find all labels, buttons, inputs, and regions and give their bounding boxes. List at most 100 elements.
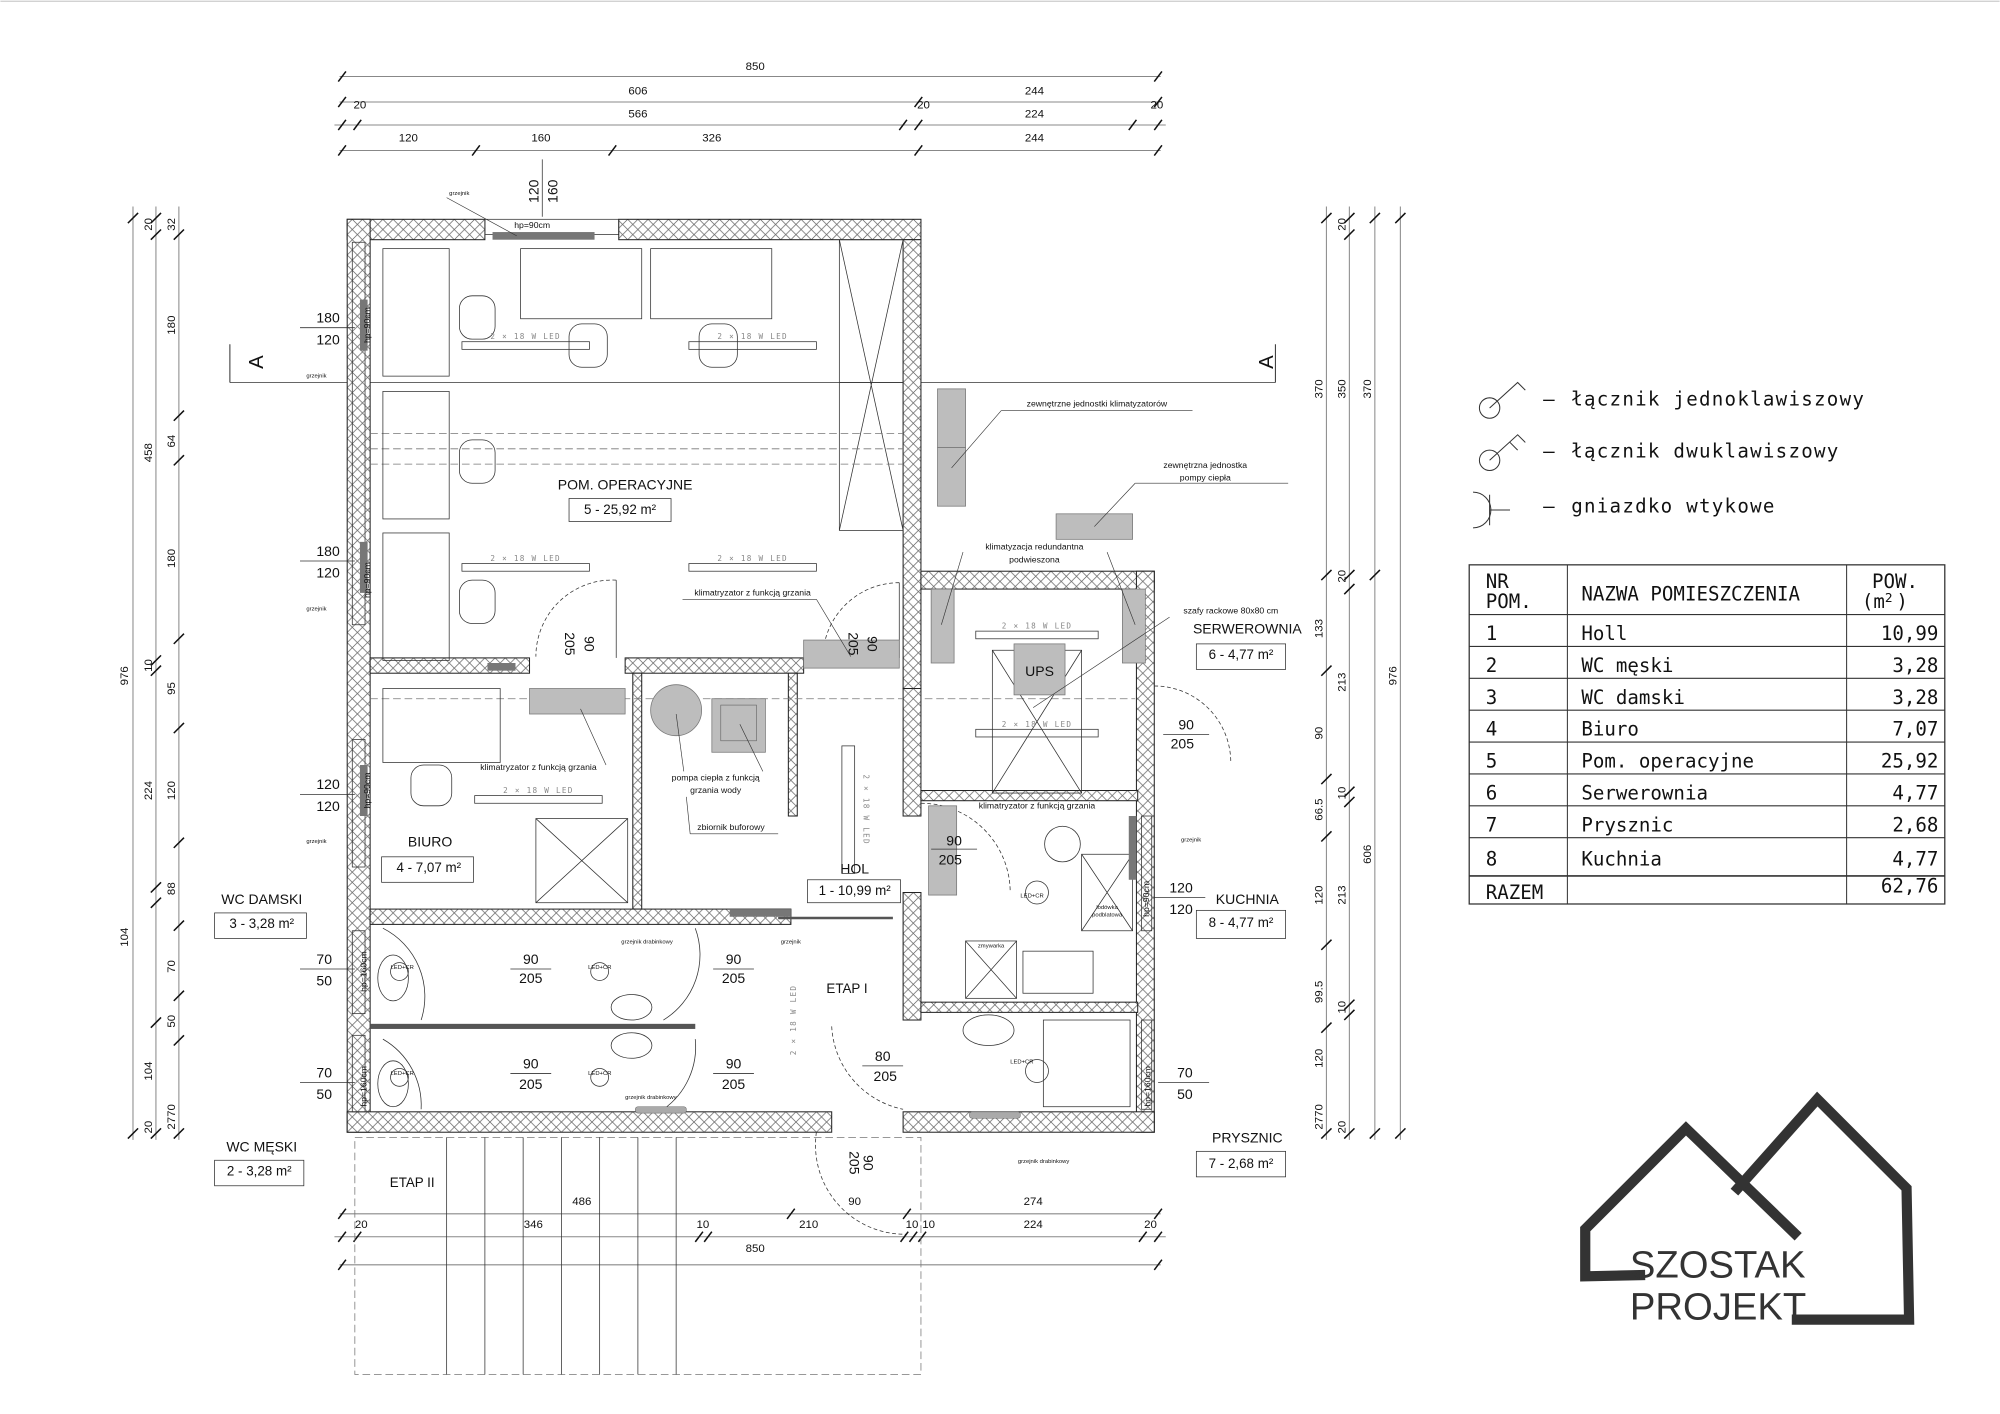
table-row: 2 WC męski 3,28 [1486, 654, 1939, 677]
door-width: 90 [726, 1055, 742, 1071]
window-dim: 160 [545, 179, 561, 203]
window-height: 50 [1177, 1086, 1193, 1102]
led-cr-label: LED+CR [1020, 894, 1043, 900]
dim-left: 64 [166, 434, 178, 447]
door-width: 90 [1178, 716, 1194, 732]
szostak-projekt-logo: SZOSTAK PROJEKT [1580, 1091, 1915, 1329]
redundant-ac-note: podwieszona [1009, 554, 1060, 564]
dim-left: 20 [143, 1121, 155, 1134]
room-name-biuro: BIURO [408, 834, 452, 850]
row-name: Kuchnia [1581, 848, 1662, 871]
section-line-a: A A [229, 344, 1278, 383]
outdoor-ac-unit [937, 388, 966, 448]
led-label: 2 × 18 W LED [490, 332, 561, 341]
led-cr-label: LED+CR [588, 965, 611, 971]
window-height: 120 [1169, 901, 1193, 917]
ac-note: klimatryzator z funkcją grzania [694, 587, 811, 597]
dim-right: 90 [1314, 727, 1326, 740]
door-height: 205 [722, 970, 746, 986]
legend-dash: – [1543, 387, 1556, 410]
row-area: 7,07 [1892, 718, 1938, 741]
total-area: 62,76 [1881, 875, 1939, 898]
table-header-name: NAZWA POMIESZCZENIA [1581, 583, 1800, 606]
equipment: UPS [359, 248, 1146, 1119]
dim-top: 244 [1025, 85, 1045, 97]
row-nr: 1 [1486, 622, 1498, 645]
row-nr: 7 [1486, 813, 1498, 836]
row-area: 3,28 [1892, 654, 1938, 677]
dim-right: 370 [1314, 379, 1326, 398]
row-nr: 2 [1486, 654, 1498, 677]
door-width: 90 [946, 832, 962, 848]
dim-right: 976 [1388, 666, 1400, 685]
dim-top-overall: 850 [746, 61, 765, 73]
radiator-note: grzejnik [1181, 838, 1201, 844]
dim-right: 99.5 [1314, 981, 1326, 1003]
stage-label-2: ETAP II [390, 1175, 435, 1190]
dim-bottom: 10 [922, 1219, 935, 1231]
walls [346, 218, 1155, 1133]
heat-pump-note: zewnętrzna jednostka [1163, 460, 1247, 470]
dim-left: 50 [166, 1015, 178, 1028]
legend-label: łącznik dwuklawiszowy [1571, 440, 1839, 463]
legend-dash: – [1543, 440, 1556, 463]
door-dim: 205 [847, 1151, 863, 1175]
dim-right: 213 [1337, 673, 1349, 692]
window-width: 180 [316, 310, 340, 326]
dim-top: 606 [628, 85, 647, 97]
dim-top: 244 [1025, 133, 1045, 145]
dim-right: 66.5 [1314, 798, 1326, 820]
dim-left: 2770 [166, 1104, 178, 1130]
dishwasher-label: zmywarka [978, 943, 1005, 949]
room-area-operacyjne: 5 - 25,92 m² [584, 502, 657, 517]
server-rack [930, 588, 955, 664]
dim-right: 20 [1337, 570, 1349, 583]
radiator-note: grzejnik [781, 940, 801, 946]
window-height: hp=160cm [1142, 1066, 1152, 1107]
door-width: 90 [864, 636, 880, 652]
dim-left: 180 [166, 549, 178, 568]
led-label: 2 × 18 W LED [717, 554, 788, 563]
dim-bottom: 10 [697, 1219, 710, 1231]
led-cr-label: LED+CR [391, 965, 414, 971]
radiator-height: hp=90cm [362, 307, 372, 343]
led-cr-label: LED+CR [1010, 1059, 1033, 1065]
radiator-note: grzejnik [306, 607, 326, 613]
row-area: 4,77 [1892, 848, 1938, 871]
section-marker-right: A [1256, 355, 1278, 369]
dim-left: 32 [166, 218, 178, 231]
dim-top: 20 [354, 99, 367, 111]
row-name: Holl [1581, 622, 1627, 645]
door-width: 90 [523, 1055, 539, 1071]
row-name: Serwerownia [1581, 781, 1708, 804]
dim-left: 224 [143, 780, 155, 800]
led-cr-label: LED+CR [588, 1071, 611, 1077]
towel-radiator-note: grzejnik drabinkowy [625, 1095, 677, 1101]
table-header-nr: NR [1486, 570, 1510, 593]
single-switch-icon [1478, 381, 1526, 419]
window-width: 70 [1177, 1064, 1193, 1080]
buffer-tank-note: zbiornik buforowy [697, 822, 765, 832]
dim-bottom: 20 [1144, 1219, 1157, 1231]
table-header-nr: POM. [1486, 590, 1532, 613]
outdoor-ac-note: zewnętrzne jednostki klimatyzatorów [1027, 399, 1168, 409]
row-nr: 4 [1486, 718, 1498, 741]
door-height: 205 [519, 970, 543, 986]
dim-left: 976 [119, 666, 131, 685]
row-name: WC męski [1581, 654, 1673, 677]
table-header-area: (m2) [1862, 590, 1908, 613]
heat-pump-circle [650, 684, 703, 737]
legend: – łącznik jednoklawiszowy – łącznik dwuk… [1473, 381, 1864, 529]
row-name: WC damski [1581, 686, 1685, 709]
right-dimensions: 370 133 90 66.5 120 99.5 120 2770 20 350… [1314, 206, 1406, 1140]
dim-top: 326 [702, 133, 721, 145]
